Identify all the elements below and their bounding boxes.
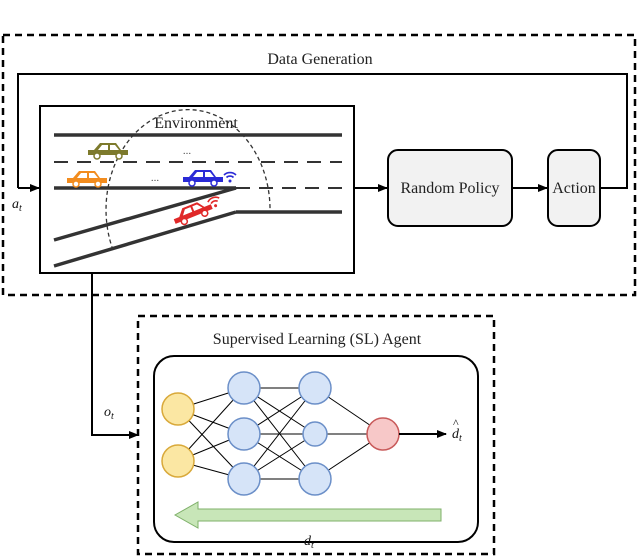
hidden2-node-3 — [298, 462, 332, 496]
hidden2-node-1 — [298, 371, 332, 405]
action-label: Action — [552, 180, 596, 197]
ramp-outer-edge — [53, 210, 237, 268]
prediction-signal-label: dt — [452, 427, 462, 444]
traffic-dots-2: ... — [151, 172, 160, 184]
car-orange-icon — [67, 171, 107, 188]
output-node — [366, 417, 400, 451]
action-signal-label: at — [12, 197, 22, 214]
observation-signal-label: ot — [104, 405, 114, 422]
sensing-range-arc — [105, 108, 271, 251]
observation-line — [91, 273, 124, 436]
neural-network-box — [153, 355, 479, 543]
car-olive-icon — [88, 143, 128, 160]
data-generation-title: Data Generation — [267, 51, 372, 68]
hidden2-node-2 — [302, 421, 328, 447]
car-red-icon — [173, 202, 213, 226]
hidden1-node-1 — [227, 371, 261, 405]
sl-agent-title: Supervised Learning (SL) Agent — [213, 331, 422, 348]
feedback-loop-line — [17, 73, 628, 189]
car-blue-icon — [183, 170, 223, 187]
input-node-2 — [161, 444, 195, 478]
input-node-1 — [161, 392, 195, 426]
action-box — [547, 149, 601, 227]
sl-agent-group — [136, 314, 496, 556]
traffic-dots-1: ... — [183, 145, 192, 157]
wifi-signal-red-icon — [207, 196, 220, 208]
target-signal-label: dt — [304, 534, 314, 551]
prediction-hat: ^ — [453, 416, 459, 430]
wifi-signal-blue-icon — [223, 171, 237, 183]
ramp-inner-edge — [53, 186, 237, 242]
random-policy-label: Random Policy — [400, 180, 499, 197]
training-feedback-arrow — [173, 501, 442, 529]
data-generation-group — [1, 33, 637, 297]
hidden1-node-3 — [227, 462, 261, 496]
environment-title: Environment — [154, 115, 238, 132]
hidden1-node-2 — [227, 417, 261, 451]
